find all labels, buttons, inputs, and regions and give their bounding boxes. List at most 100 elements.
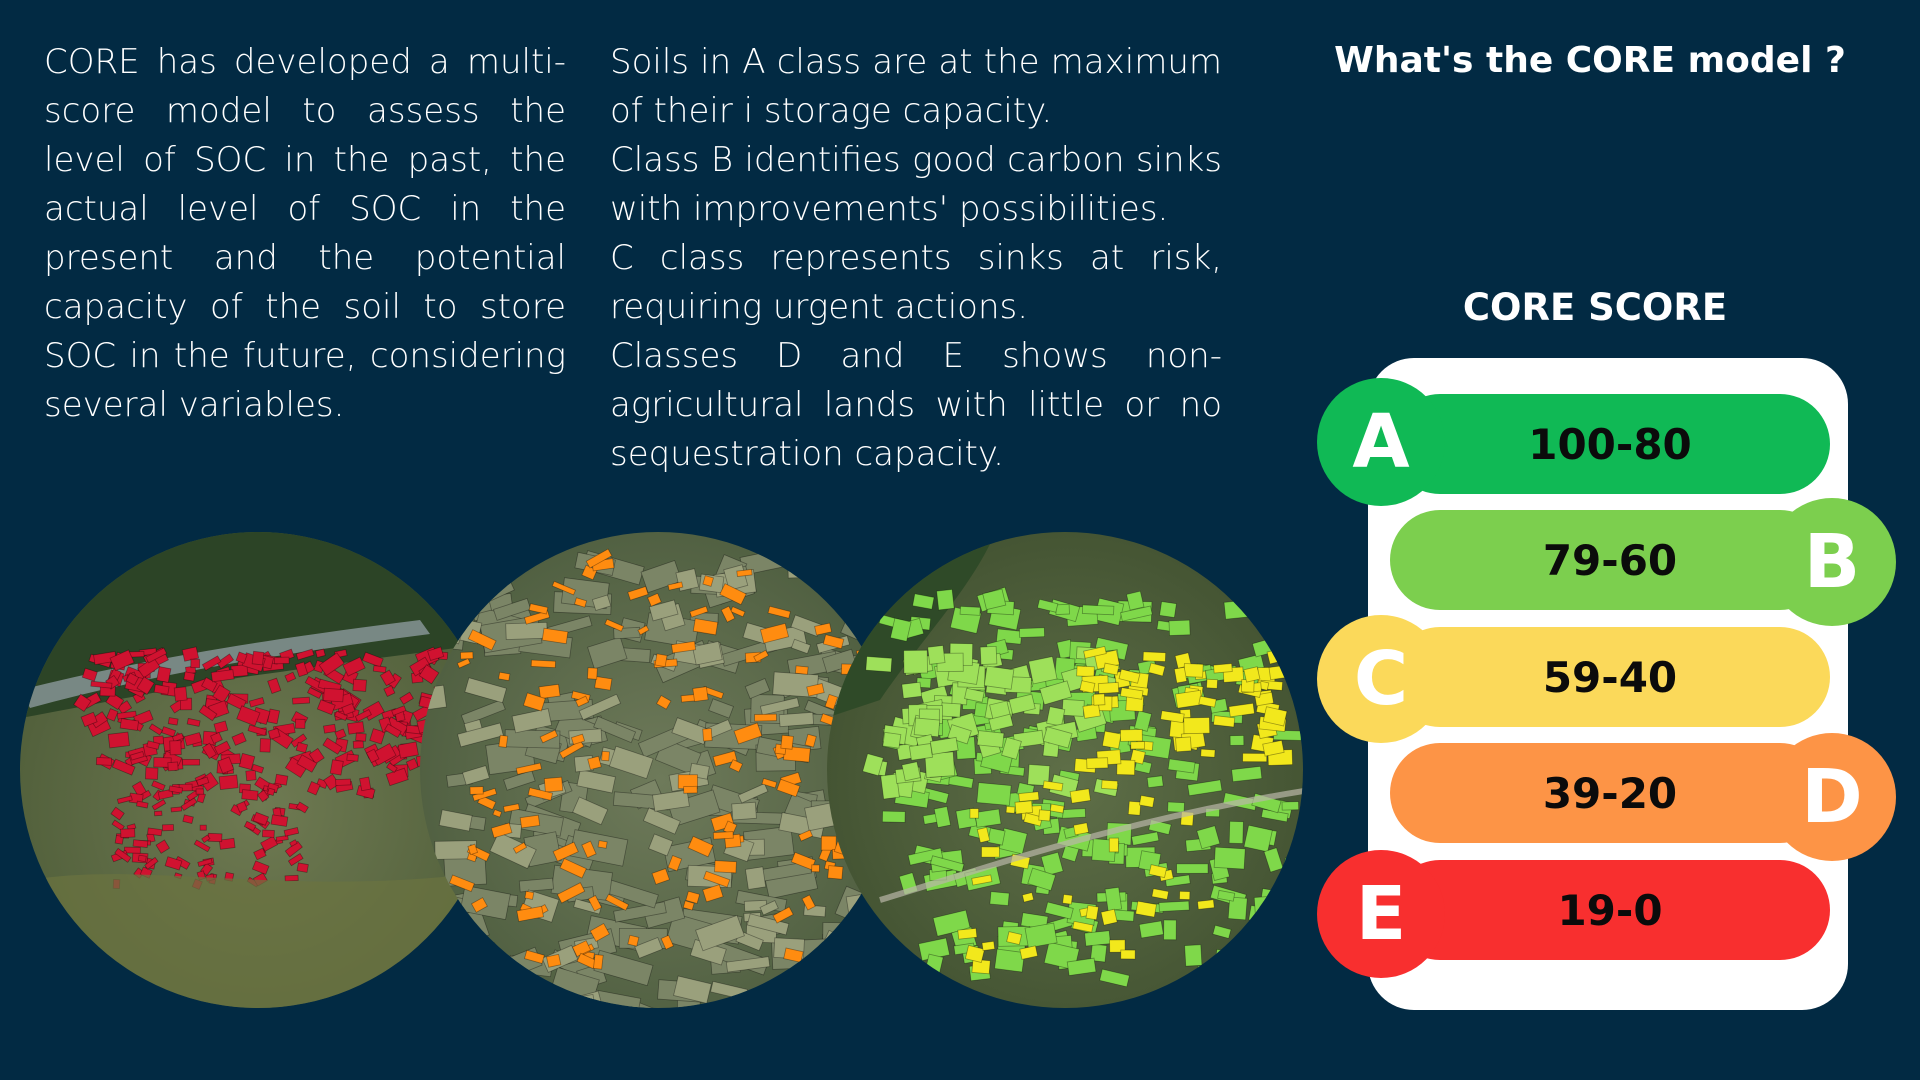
orange-parcel — [702, 575, 714, 587]
green-parcel — [1276, 644, 1303, 660]
red-parcel — [323, 773, 340, 791]
orange-parcel — [703, 870, 731, 888]
score-bar-e: 19-0 — [1390, 860, 1830, 960]
red-parcel — [365, 748, 380, 764]
field-patch — [438, 809, 473, 832]
orange-parcel — [772, 906, 794, 924]
field-patch — [462, 765, 490, 786]
green-parcel — [1277, 596, 1303, 612]
orange-parcel — [538, 683, 561, 700]
red-parcel — [335, 778, 352, 786]
red-parcel — [173, 686, 188, 702]
red-parcel — [384, 723, 402, 739]
yellow-parcel — [1173, 666, 1188, 684]
field-patch — [634, 936, 663, 959]
green-parcel — [1257, 936, 1287, 952]
red-parcel — [107, 731, 130, 749]
red-parcel — [196, 776, 210, 787]
field-patch — [578, 693, 622, 721]
yellow-parcel — [1042, 780, 1064, 792]
orange-parcel — [498, 734, 509, 748]
green-parcel — [1243, 824, 1273, 853]
green-parcel — [1040, 851, 1064, 877]
yellow-parcel — [1275, 649, 1301, 666]
yellow-parcel — [1151, 888, 1170, 900]
green-parcel — [1146, 775, 1164, 789]
green-parcel — [1044, 901, 1074, 920]
red-parcel — [111, 819, 125, 832]
red-parcel — [157, 788, 174, 800]
orange-parcel — [720, 605, 736, 623]
red-parcel — [391, 705, 407, 716]
orange-parcel — [702, 728, 713, 742]
red-parcel — [341, 702, 356, 716]
red-parcel — [296, 754, 318, 773]
green-parcel — [987, 827, 1006, 846]
red-parcel — [295, 741, 309, 754]
orange-parcel — [528, 603, 549, 615]
field-patch — [759, 900, 779, 916]
yellow-parcel — [1062, 893, 1073, 905]
red-parcel — [251, 763, 265, 774]
field-patch — [821, 561, 866, 588]
red-parcel — [238, 752, 256, 771]
green-parcel — [1187, 779, 1223, 797]
orange-parcel — [736, 568, 753, 578]
yellow-parcel — [1082, 703, 1101, 719]
red-parcel — [315, 648, 326, 658]
yellow-parcel — [1079, 680, 1096, 694]
yellow-parcel — [1021, 892, 1035, 903]
red-parcel — [283, 827, 300, 837]
orange-parcel — [471, 787, 498, 802]
field-patch — [737, 783, 769, 804]
red-parcel — [183, 732, 203, 747]
green-parcel — [1228, 820, 1244, 845]
green-parcel — [1018, 627, 1045, 638]
red-parcel — [114, 847, 132, 863]
yellow-parcel — [1148, 864, 1168, 879]
green-parcel — [1120, 605, 1153, 622]
red-parcel — [168, 785, 184, 794]
red-parcel — [193, 839, 211, 853]
orange-parcel — [551, 580, 577, 596]
class-de-text: Classes D and E shows non-agricultural l… — [610, 336, 1222, 474]
yellow-parcel — [1213, 663, 1233, 674]
orange-parcel — [450, 590, 475, 607]
green-parcel — [1284, 857, 1303, 878]
red-parcel — [308, 747, 325, 765]
field-patch — [692, 640, 723, 666]
field-patch — [608, 745, 654, 780]
red-parcel — [284, 874, 299, 882]
model-heading: What's the CORE model ? — [1334, 40, 1846, 81]
field-patch — [503, 770, 536, 791]
red-parcel — [318, 652, 345, 677]
orange-parcel — [682, 900, 695, 911]
orange-parcel — [627, 585, 649, 601]
green-parcel — [1273, 729, 1302, 741]
green-parcel — [933, 806, 952, 829]
green-parcel — [989, 891, 1010, 907]
yellow-parcel — [1262, 739, 1285, 757]
yellow-parcel — [1243, 666, 1261, 683]
red-parcel — [213, 740, 232, 756]
score-range-a: 100-80 — [1528, 419, 1692, 469]
red-parcel — [201, 655, 222, 671]
red-parcel — [361, 651, 384, 668]
field-patch — [434, 930, 460, 956]
field-patch — [447, 532, 507, 571]
red-parcel — [261, 829, 275, 838]
field-patch — [464, 979, 498, 1000]
score-bar-d: 39-20 — [1390, 743, 1830, 843]
green-parcel — [1285, 902, 1303, 920]
yellow-parcel — [1213, 715, 1236, 728]
yellow-parcel — [1200, 748, 1216, 758]
yellow-parcel — [1076, 665, 1095, 678]
green-parcel — [1267, 950, 1290, 972]
orange-parcel — [524, 890, 535, 900]
red-parcel — [355, 732, 367, 742]
green-parcel — [865, 656, 893, 673]
green-parcel — [1289, 882, 1303, 898]
yellow-parcel — [1179, 890, 1191, 900]
yellow-parcel — [1206, 678, 1219, 689]
